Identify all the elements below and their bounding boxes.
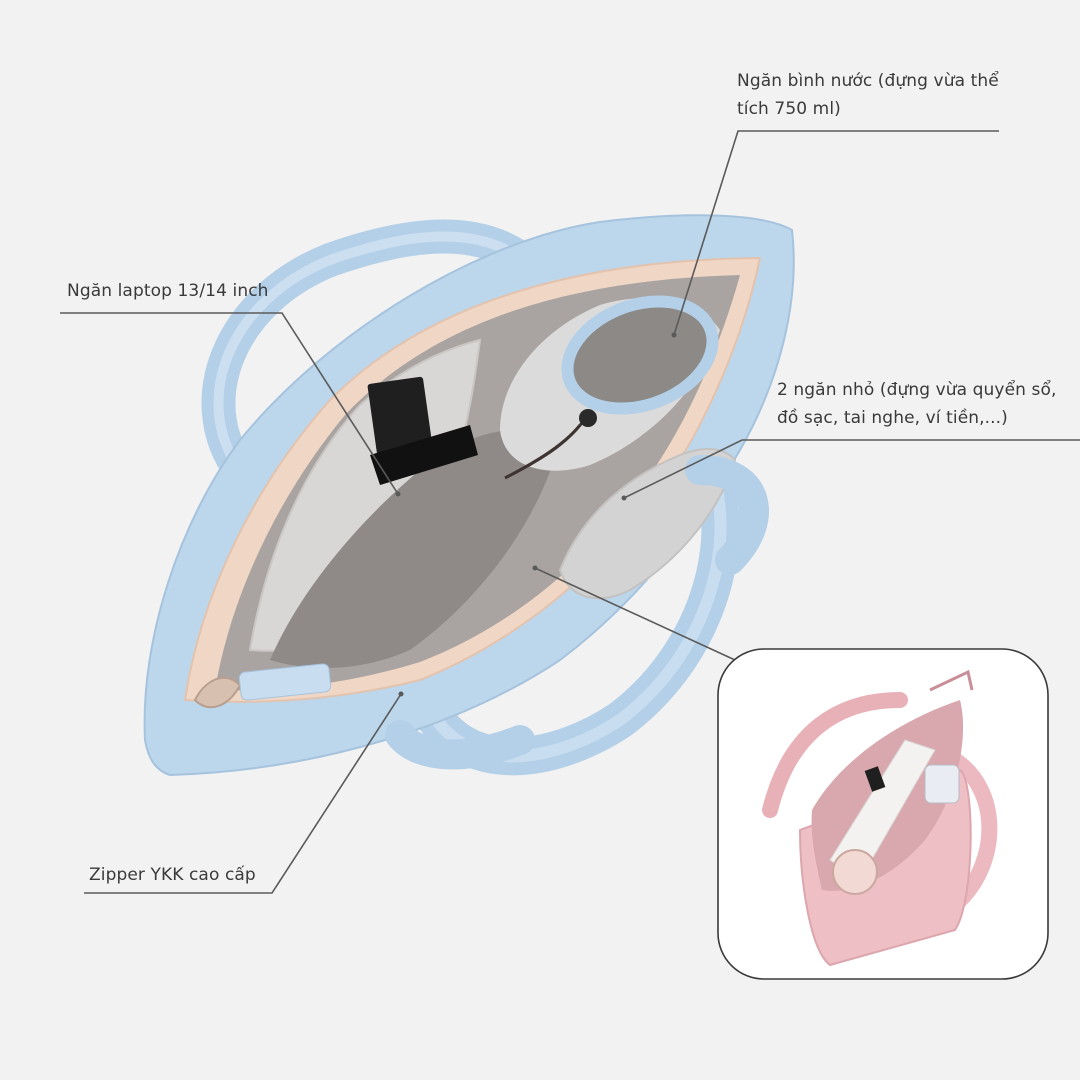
blue-tote-bag xyxy=(143,214,795,777)
black-loop-tag xyxy=(367,376,433,456)
callout-zipper-line xyxy=(84,693,402,894)
side-handle-right xyxy=(685,455,769,575)
cord-toggle xyxy=(579,409,597,427)
label-laptop-pocket: Ngăn laptop 13/14 inch xyxy=(67,281,269,301)
label-small-pockets: 2 ngăn nhỏ (đựng vừa quyển sổ, đồ sạc, t… xyxy=(777,376,1056,432)
label-small-pockets-line1: 2 ngăn nhỏ (đựng vừa quyển sổ, xyxy=(777,380,1057,400)
label-small-pockets-line2: đồ sạc, tai nghe, ví tiền,...) xyxy=(777,408,1008,428)
label-water-bottle-line1: Ngăn bình nước (đựng vừa thể xyxy=(737,71,999,91)
inset-pink-bag-frame xyxy=(717,648,1049,980)
front-handle-left xyxy=(385,720,535,770)
small-pockets-panel xyxy=(558,448,737,600)
callout-lines xyxy=(60,130,1080,894)
pink-tote-bag xyxy=(762,669,998,967)
callout-inset-line xyxy=(534,567,736,661)
brand-label xyxy=(370,425,478,485)
label-water-bottle-line2: tích 750 ml) xyxy=(737,99,841,119)
callout-small-pockets-line xyxy=(623,439,1080,499)
zipper-end-tab xyxy=(238,663,332,701)
drawcord xyxy=(504,409,592,480)
label-water-bottle-pocket: Ngăn bình nước (đựng vừa thể tích 750 ml… xyxy=(737,67,999,123)
callout-water-line xyxy=(673,130,999,336)
bag-bottom-lining xyxy=(270,430,560,669)
callout-laptop-line xyxy=(60,312,399,495)
label-zipper: Zipper YKK cao cấp xyxy=(89,865,256,885)
